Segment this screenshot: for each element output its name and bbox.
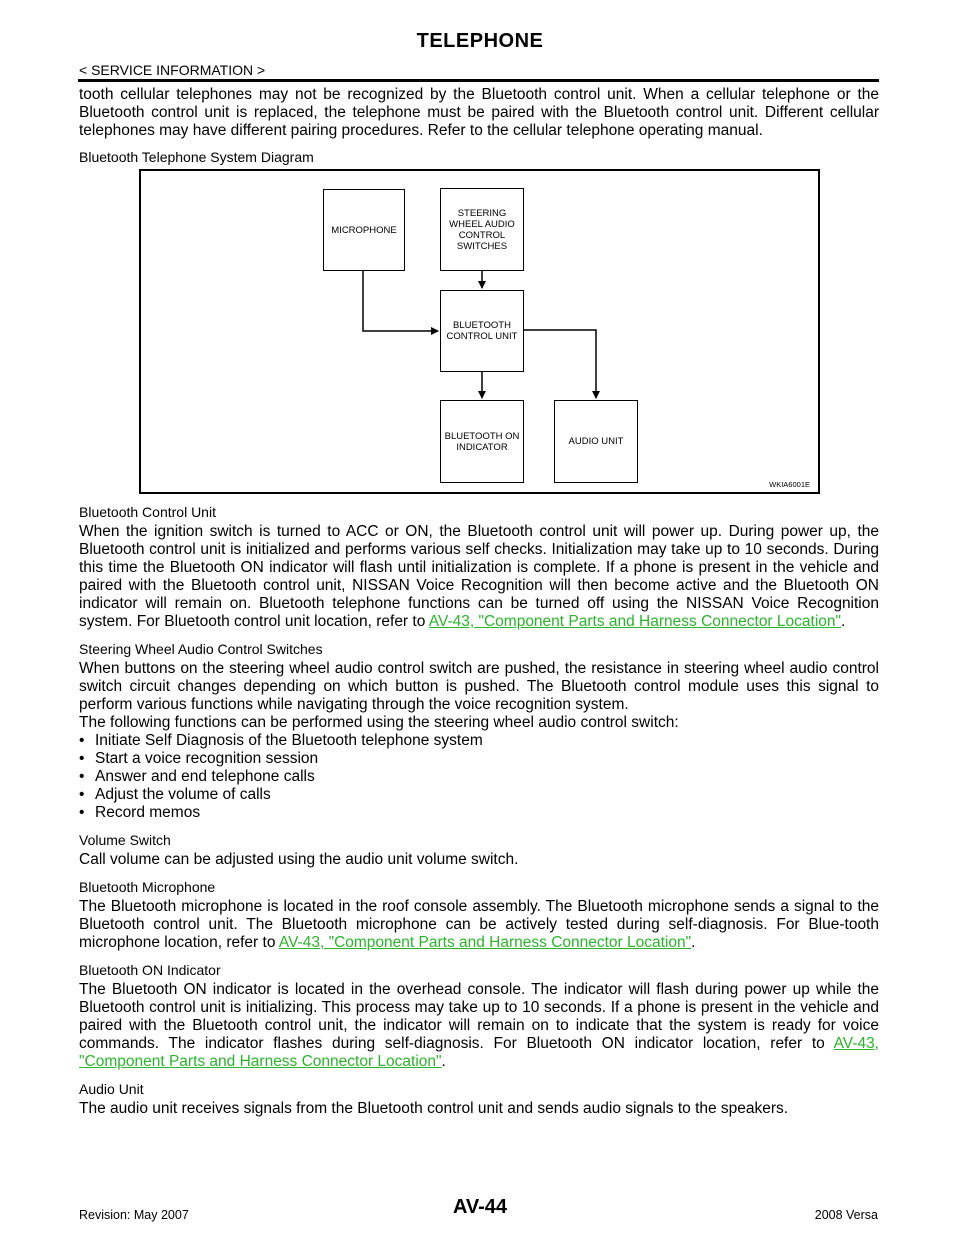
audio-unit-box: AUDIO UNIT: [554, 400, 638, 483]
document-body: tooth cellular telephones may not be rec…: [79, 86, 879, 1118]
figure-code: WKIA6001E: [769, 480, 810, 489]
steering-paragraph-2: The following functions can be performed…: [79, 714, 679, 731]
diagram-wiring: [362, 271, 600, 399]
audio-paragraph: The audio unit receives signals from the…: [79, 1100, 789, 1117]
system-diagram: MICROPHONE STEERING WHEEL AUDIO CONTROL …: [139, 169, 820, 494]
page-title: TELEPHONE: [416, 30, 544, 52]
mic-to-control-wire: [362, 271, 439, 335]
volume-heading: Volume Switch: [79, 832, 171, 848]
control-unit-text: When the ignition switch is turned to AC…: [79, 523, 879, 630]
list-item: Answer and end telephone calls: [79, 768, 879, 786]
page-number: AV-44: [452, 1196, 508, 1218]
microphone-box: MICROPHONE: [323, 189, 405, 271]
diagram-heading: Bluetooth Telephone System Diagram: [79, 149, 314, 165]
bluetooth-on-indicator-box: BLUETOOTH ON INDICATOR: [440, 400, 524, 483]
list-item: Start a voice recognition session: [79, 750, 879, 768]
control-unit-heading: Bluetooth Control Unit: [79, 504, 216, 520]
indicator-heading: Bluetooth ON Indicator: [79, 962, 221, 978]
section-label: < SERVICE INFORMATION >: [79, 62, 266, 78]
indicator-end: .: [441, 1053, 446, 1070]
microphone-heading: Bluetooth Microphone: [79, 879, 216, 895]
list-item: Record memos: [79, 804, 879, 822]
steering-heading: Steering Wheel Audio Control Switches: [79, 641, 323, 657]
functions-list: Initiate Self Diagnosis of the Bluetooth…: [79, 732, 879, 822]
indicator-link[interactable]: AV-43, "Component Parts and Harness Conn…: [79, 1035, 879, 1070]
microphone-end: .: [691, 934, 696, 951]
audio-heading: Audio Unit: [79, 1081, 144, 1097]
microphone-link[interactable]: AV-43, "Component Parts and Harness Conn…: [278, 934, 692, 951]
indicator-text: The Bluetooth ON indicator is located in…: [79, 981, 879, 1052]
steering-paragraph: When buttons on the steering wheel audio…: [79, 660, 879, 713]
control-to-audio-wire: [523, 329, 600, 399]
control-unit-link[interactable]: AV-43, "Component Parts and Harness Conn…: [428, 613, 842, 630]
model-label: 2008 Versa: [814, 1208, 878, 1222]
microphone-paragraph: The Bluetooth microphone is located in t…: [79, 898, 879, 952]
control-unit-end: .: [841, 613, 846, 630]
list-item: Initiate Self Diagnosis of the Bluetooth…: [79, 732, 879, 750]
revision-label: Revision: May 2007: [79, 1208, 189, 1222]
list-item: Adjust the volume of calls: [79, 786, 879, 804]
header-divider: [78, 79, 879, 82]
control-unit-paragraph: When the ignition switch is turned to AC…: [79, 523, 879, 631]
indicator-paragraph: The Bluetooth ON indicator is located in…: [79, 981, 879, 1071]
bluetooth-control-unit-box: BLUETOOTH CONTROL UNIT: [440, 290, 524, 372]
intro-paragraph: tooth cellular telephones may not be rec…: [79, 86, 879, 139]
microphone-text: The Bluetooth microphone is located in t…: [79, 898, 879, 951]
volume-paragraph: Call volume can be adjusted using the au…: [79, 851, 519, 868]
steering-switches-box: STEERING WHEEL AUDIO CONTROL SWITCHES: [440, 188, 524, 271]
